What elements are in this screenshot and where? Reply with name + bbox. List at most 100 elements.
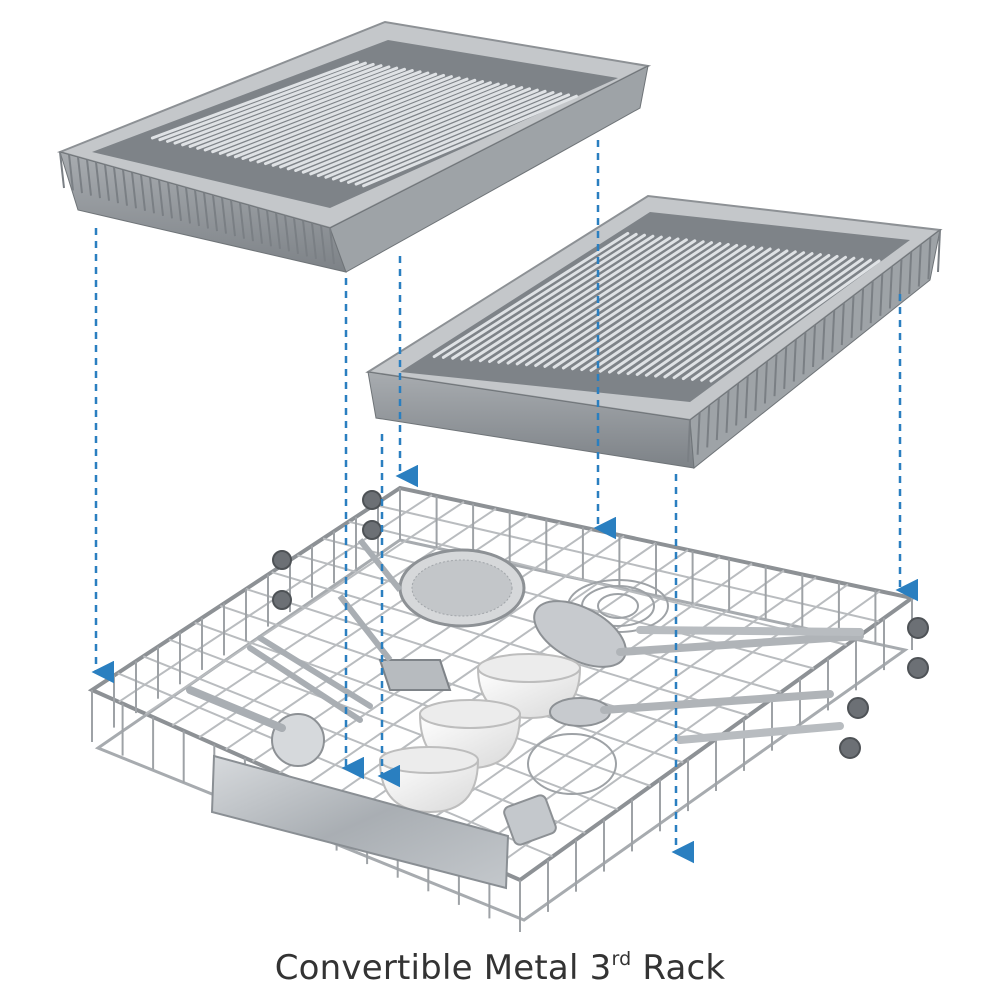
- tray-slot: [77, 156, 83, 194]
- cutlery-piece: [331, 89, 547, 181]
- cutlery-piece: [226, 72, 438, 157]
- tray-slot: [86, 159, 92, 196]
- cutlery-piece: [233, 73, 446, 159]
- cutlery-piece: [488, 237, 680, 363]
- tray-slot: [68, 154, 74, 191]
- tray-slot: [783, 346, 788, 389]
- steel-front-handle: [210, 754, 510, 890]
- rack-wire: [194, 621, 652, 787]
- cutlery-piece: [211, 70, 422, 154]
- tray-slot: [908, 251, 913, 294]
- strainer: [357, 538, 526, 628]
- tray-slot: [149, 177, 155, 214]
- tray-slot: [275, 212, 281, 249]
- tray-slot: [212, 194, 218, 232]
- cutlery-piece: [617, 250, 797, 375]
- cutlery-piece: [241, 75, 453, 160]
- tray-slot: [879, 273, 884, 316]
- cutlery-piece: [608, 249, 789, 374]
- cutlery-piece: [700, 258, 873, 382]
- cutlery-piece: [271, 80, 485, 167]
- cutlery-piece: [218, 71, 430, 155]
- tray-slot: [706, 405, 711, 448]
- cutlery-piece: [580, 246, 764, 372]
- tray-slot: [230, 199, 236, 237]
- cutlery-piece: [451, 233, 646, 360]
- caption-prefix: Convertible Metal 3: [274, 948, 612, 988]
- tray-slot: [257, 207, 263, 244]
- tray-slot: [158, 179, 164, 217]
- tray-slot: [140, 174, 146, 211]
- cutlery-piece: [294, 83, 508, 172]
- cutlery-piece: [515, 240, 705, 366]
- tray-slot: [773, 354, 778, 397]
- rack-wire: [142, 655, 586, 834]
- cutlery-piece: [339, 91, 555, 183]
- rack-wire: [271, 571, 749, 717]
- tray-slot: [293, 217, 299, 255]
- cutlery-piece: [309, 86, 524, 176]
- cutlery-piece: [264, 78, 477, 166]
- cutlery-piece: [571, 245, 755, 371]
- tray-slot: [248, 205, 254, 242]
- cutlery-piece: [188, 66, 399, 148]
- tray-slot: [754, 368, 759, 411]
- product-caption: Convertible Metal 3rd Rack: [0, 948, 1000, 988]
- tray-slot: [59, 151, 65, 189]
- tray-slot: [937, 229, 941, 273]
- cutlery-piece: [469, 235, 663, 362]
- rack-wire: [374, 503, 880, 623]
- tongs: [247, 635, 373, 723]
- tray-slot: [821, 317, 826, 360]
- tray-slot: [715, 398, 720, 441]
- tray-slot: [725, 390, 730, 433]
- guide-arrows: [91, 140, 918, 864]
- cutlery-piece: [347, 92, 563, 184]
- cutlery-piece: [644, 253, 822, 377]
- cutlery-piece: [460, 234, 655, 361]
- cutlery-piece: [654, 254, 831, 378]
- rack-wire: [348, 520, 847, 646]
- tray-slot: [194, 189, 200, 227]
- cutlery-piece: [589, 247, 772, 372]
- cutlery-piece: [672, 255, 847, 380]
- tray-slot: [917, 244, 922, 287]
- cutlery-piece: [635, 252, 814, 376]
- cutlery-piece: [543, 242, 730, 368]
- cutlery-piece: [506, 239, 697, 365]
- cutlery-piece: [691, 257, 864, 381]
- cutlery-piece: [561, 244, 747, 370]
- right-cutlery-tray: [365, 194, 943, 469]
- tray-slot: [888, 266, 893, 309]
- rack-rollers: [272, 490, 929, 759]
- caption-suffix: Rack: [631, 948, 726, 988]
- pizza-cutter: [186, 686, 325, 767]
- cutlery-piece: [196, 67, 406, 150]
- cutlery-piece: [626, 251, 806, 376]
- tray-slot: [802, 332, 807, 375]
- cutlery-piece: [249, 76, 461, 162]
- tray-slot: [831, 310, 836, 353]
- cutlery-piece: [552, 243, 739, 369]
- cutlery-piece: [441, 232, 638, 359]
- tray-slot: [850, 295, 855, 338]
- cutlery-piece: [534, 242, 722, 367]
- tray-slot: [221, 197, 227, 234]
- cutlery-piece: [301, 84, 516, 174]
- tray-slot: [792, 339, 797, 382]
- tray-slot: [812, 324, 816, 368]
- spatula: [337, 594, 452, 691]
- cutlery-piece: [525, 241, 713, 367]
- tray-slot: [840, 303, 845, 346]
- tray-slot: [176, 184, 182, 222]
- slotted-spoon: [533, 600, 864, 668]
- cutlery-piece: [497, 238, 688, 364]
- tray-slot: [329, 227, 335, 265]
- cutlery-piece: [150, 60, 360, 140]
- rack-wire: [219, 604, 684, 764]
- cutlery-piece: [173, 64, 383, 145]
- tray-slot: [122, 169, 128, 206]
- tray-slot: [744, 376, 749, 419]
- cutlery-piece: [663, 254, 839, 379]
